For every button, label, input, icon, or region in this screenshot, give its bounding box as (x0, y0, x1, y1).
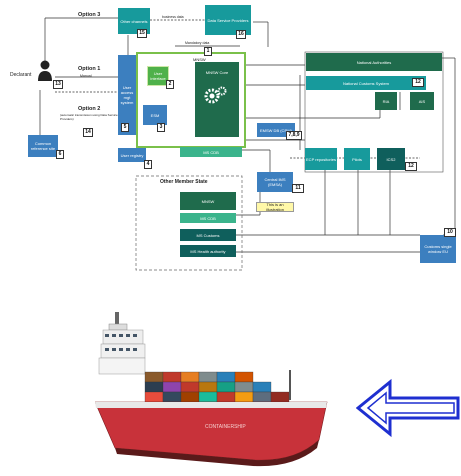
esm-number: 3 (157, 123, 165, 132)
ics2-label: ICS2 (386, 156, 396, 162)
oms-cdb-label: MS CDB (200, 215, 216, 221)
oms-health-box: MS Health authority (180, 245, 236, 257)
container-ship-illustration: CONTAINERSHIP (95, 312, 328, 467)
ecp-repositories-label: ECP repositories (306, 156, 336, 162)
other-member-state-title: Other Member State (160, 179, 208, 185)
esm-box: ESM (143, 105, 167, 125)
customs-single-window-box: Customs single window EU (420, 235, 456, 263)
oms-mnsw-box: MNSW (180, 192, 236, 210)
user-access-label: User access mgt system (120, 85, 134, 105)
other-channels-label: Other channels (120, 18, 148, 24)
central-ims-box: Central IMS (EMSA) (257, 172, 293, 192)
national-authorities-box: National Authorities (306, 53, 442, 71)
ics2-box: ICS2 (377, 148, 405, 170)
national-customs-box: National Customs System (306, 76, 426, 90)
emsw-db-box: EMSW DB (CRM) (257, 123, 295, 137)
common-reference-box: Common reference site (28, 135, 58, 157)
oms-cdb-box: MS CDB (180, 213, 236, 223)
national-customs-number: 12 (412, 78, 424, 87)
ais-box: AIS (410, 92, 434, 110)
option1-label: Option 1 (78, 66, 101, 72)
emsw-db-label: EMSW DB (CRM) (260, 127, 292, 133)
mnsw-core-label: MNSW Core (205, 70, 229, 75)
svg-text:CONTAINERSHIP: CONTAINERSHIP (205, 424, 246, 430)
oms-mnsw-label: MNSW (201, 198, 215, 204)
mandatory-data-label: Mandatory data (185, 41, 210, 45)
common-reference-number: 6 (56, 150, 64, 159)
user-interface-label: User interface (150, 71, 166, 81)
csw-number: 10 (444, 228, 456, 237)
user-access-number: 5 (121, 123, 129, 132)
common-reference-label: Common reference site (30, 141, 56, 151)
central-ims-label: Central IMS (EMSA) (264, 177, 286, 187)
oms-health-label: MS Health authority (190, 248, 226, 254)
declarant-number: 13 (53, 80, 63, 89)
declarant-label: Declarant (10, 72, 32, 78)
ui-number: 2 (166, 80, 174, 89)
ecp-repositories-box: ECP repositories (305, 148, 337, 170)
user-registry-box: User registry (118, 148, 146, 162)
ria-label: RIA (382, 98, 390, 104)
mnsw-label: MNSW (193, 57, 206, 62)
ais-label: AIS (418, 98, 426, 104)
data-service-providers-label: Data Service Providers (207, 17, 249, 23)
other-channels-number: 15 (137, 29, 147, 38)
national-customs-label: National Customs System (342, 80, 389, 86)
ms-cdb-label: MS CDB (203, 149, 219, 155)
user-interface-box: User interface (147, 66, 169, 86)
user-registry-number: 4 (144, 160, 152, 169)
user-registry-label: User registry (120, 152, 144, 158)
oms-customs-label: MS Customs (196, 232, 220, 238)
left-arrow-icon (356, 378, 460, 438)
dsp-number: 16 (236, 30, 246, 39)
central-ims-number: 11 (292, 184, 304, 193)
option1-sub: Manual (80, 74, 92, 78)
gears-icon (204, 86, 227, 104)
illustration-note-label: This is an illustration (265, 202, 284, 212)
emsw-db-number: 7,8,9 (286, 131, 302, 140)
oms-customs-box: MS Customs (180, 229, 236, 241)
ms-cdb-box: MS CDB (180, 147, 242, 157)
business-data-label: business data (162, 15, 184, 19)
pilots-box: Pilots (344, 148, 370, 170)
option3-label: Option 3 (78, 12, 101, 18)
connector-lines (39, 17, 456, 271)
ria-box: RIA (375, 92, 397, 110)
customs-single-window-label: Customs single window EU (424, 244, 452, 254)
maritime-number: 1 (204, 47, 212, 56)
pilots-label: Pilots (352, 156, 362, 162)
ics2-number: 12 (405, 162, 417, 171)
illustration-note: This is an illustration (256, 202, 294, 212)
option2-sub: (automatic transmission using Data Servi… (60, 113, 118, 121)
option2-number: 14 (83, 128, 93, 137)
declarant-person-icon (38, 60, 52, 81)
user-access-box: User access mgt system (118, 55, 136, 135)
option2-label: Option 2 (78, 106, 101, 112)
esm-label: ESM (150, 112, 160, 118)
national-authorities-label: National Authorities (356, 59, 392, 65)
